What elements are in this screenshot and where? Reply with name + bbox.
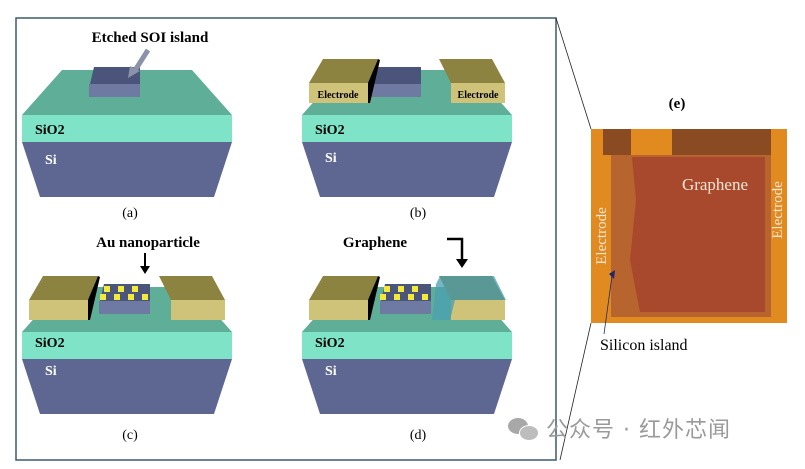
sio2-label: SiO2 (315, 123, 345, 138)
arrow-icon (447, 237, 464, 261)
electrode-label: Electrode (318, 90, 359, 101)
zoom-line-bottom (559, 322, 592, 461)
arrow-icon (131, 48, 151, 74)
silicon-island-label: Silicon island (600, 337, 688, 354)
si-label: Si (325, 151, 337, 166)
si-label: Si (325, 364, 337, 379)
watermark-text: 公众号 · 红外芯闻 (546, 418, 731, 443)
sio2-label: SiO2 (35, 123, 65, 138)
caption: (b) (410, 206, 427, 221)
electrode-label: Electrode (594, 207, 610, 265)
wechat-icon (508, 416, 539, 441)
caption: (e) (669, 96, 686, 112)
sio2-label: SiO2 (35, 336, 65, 351)
electrode-label: Electrode (458, 90, 499, 101)
panel-e: (e) Graphene Electrode Electrode Silicon… (591, 96, 787, 354)
caption: (c) (122, 428, 138, 443)
sio2-label: SiO2 (315, 336, 345, 351)
panel-c: Au nanoparticle SiO2 Si (c) (22, 235, 232, 443)
zoom-line-top (555, 17, 592, 130)
graphene-sheet (432, 276, 506, 320)
watermark: 公众号 · 红外芯闻 (508, 412, 731, 444)
panel-a: Etched SOI island SiO2 Si (a) (22, 30, 232, 221)
annotation: Graphene (343, 235, 408, 251)
graphene-region (630, 157, 765, 312)
graphene-label: Graphene (682, 175, 748, 194)
si-label: Si (45, 364, 57, 379)
si-label: Si (45, 153, 57, 168)
panel-d: Graphene SiO2 Si (d) (302, 235, 512, 443)
arrow-icon (609, 270, 615, 279)
electrode-label: Electrode (770, 181, 786, 239)
caption: (a) (122, 206, 138, 221)
panel-frame (15, 17, 557, 461)
annotation: Etched SOI island (92, 30, 209, 46)
caption: (d) (410, 428, 427, 443)
au-nanoparticles (100, 286, 148, 300)
annotation: Au nanoparticle (96, 235, 200, 251)
panel-b: Electrode Electrode SiO2 Si (b) (302, 59, 512, 221)
